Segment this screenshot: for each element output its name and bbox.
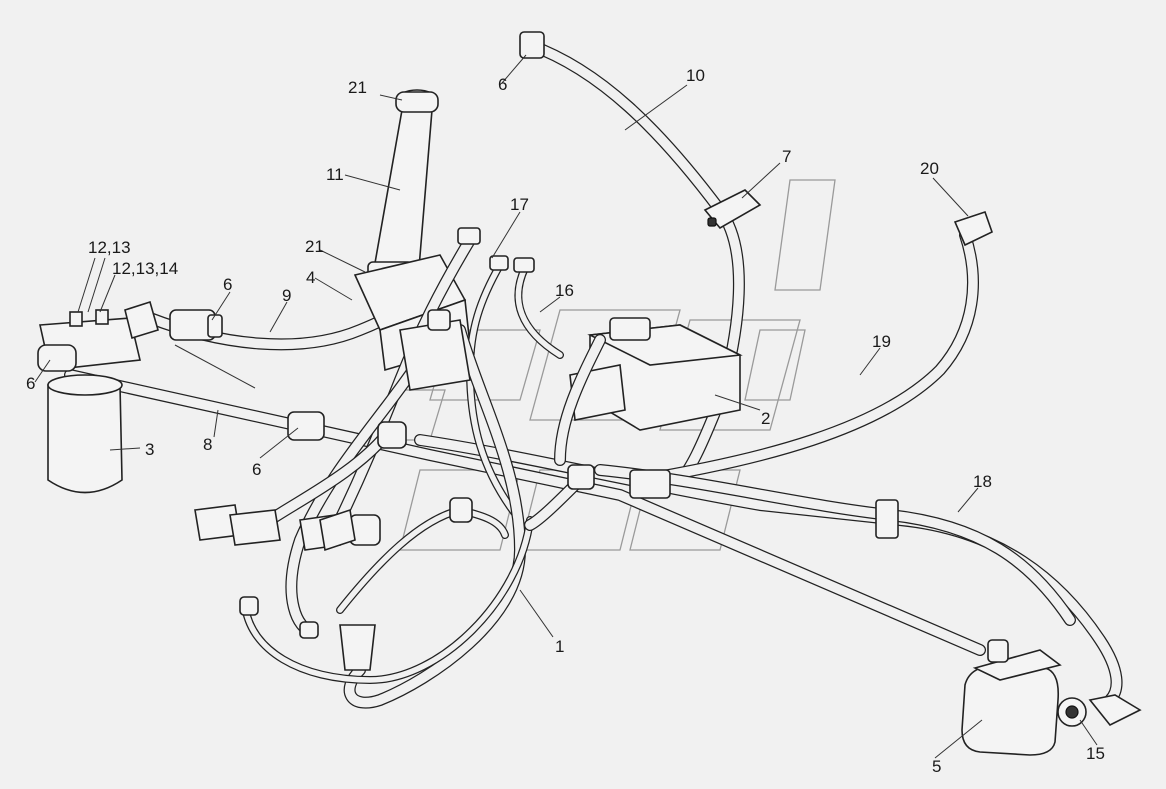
fitting-icon <box>339 624 376 671</box>
label-20: 20 <box>920 159 939 178</box>
label-6-lower: 6 <box>252 460 261 479</box>
label-3: 3 <box>145 440 154 459</box>
nut-icon <box>457 227 481 245</box>
label-12-13-14: 12,13,14 <box>112 259 178 278</box>
hose-18 <box>414 434 1123 706</box>
nut-icon <box>489 255 509 271</box>
unit-5 <box>961 639 1142 756</box>
label-17: 17 <box>510 195 529 214</box>
label-9: 9 <box>282 286 291 305</box>
nut-icon <box>513 257 535 273</box>
label-6-far-left: 6 <box>26 374 35 393</box>
nut-icon <box>239 596 259 616</box>
callout-labels: 6 10 21 11 7 20 17 21 12,13 12,13,14 4 6… <box>26 66 1105 776</box>
label-18: 18 <box>973 472 992 491</box>
label-1: 1 <box>555 637 564 656</box>
label-19: 19 <box>872 332 891 351</box>
clamp-icon <box>207 314 223 338</box>
label-12-13: 12,13 <box>88 238 131 257</box>
valve-block-2 <box>554 317 743 466</box>
fitting-icon <box>609 317 651 341</box>
label-21-mid: 21 <box>305 237 324 256</box>
label-6-left: 6 <box>223 275 232 294</box>
label-5: 5 <box>932 757 941 776</box>
tube-clamps <box>174 344 671 499</box>
clamp-icon <box>875 499 899 539</box>
label-21-top: 21 <box>348 78 367 97</box>
hose-19 <box>634 210 993 486</box>
clamp-icon <box>987 639 1009 663</box>
outlet-fitting-icon <box>1088 694 1142 727</box>
label-11: 11 <box>326 165 344 184</box>
elbow-fitting-icon <box>953 210 993 247</box>
nut-icon <box>567 464 595 490</box>
pipe-11 <box>367 89 439 285</box>
connector-bank <box>194 504 356 552</box>
drain-tube-icon <box>174 344 256 389</box>
label-4: 4 <box>306 268 315 287</box>
tube-8 <box>64 369 986 656</box>
label-2: 2 <box>761 409 770 428</box>
clamp-icon <box>287 411 325 441</box>
label-15: 15 <box>1086 744 1105 763</box>
label-16: 16 <box>555 281 574 300</box>
nut-icon <box>299 621 319 639</box>
label-10: 10 <box>686 66 705 85</box>
bolt-icon <box>95 309 109 325</box>
nut-icon <box>377 421 407 449</box>
nut-icon <box>449 497 473 523</box>
clamp-icon <box>37 344 77 372</box>
clamp-icon <box>519 31 545 59</box>
label-8: 8 <box>203 435 212 454</box>
elbow-fitting-icon <box>124 300 159 340</box>
distributor-block <box>399 309 471 391</box>
bolt-icon <box>69 311 83 327</box>
leader-lines <box>34 54 1098 759</box>
bracket-icon <box>629 469 671 499</box>
nut-icon <box>427 309 451 331</box>
clamp-icon <box>395 91 439 113</box>
bracket-7 <box>703 189 762 230</box>
label-6-top: 6 <box>498 75 507 94</box>
filter-3 <box>37 300 159 494</box>
hose-10 <box>519 31 745 486</box>
label-7: 7 <box>782 147 791 166</box>
